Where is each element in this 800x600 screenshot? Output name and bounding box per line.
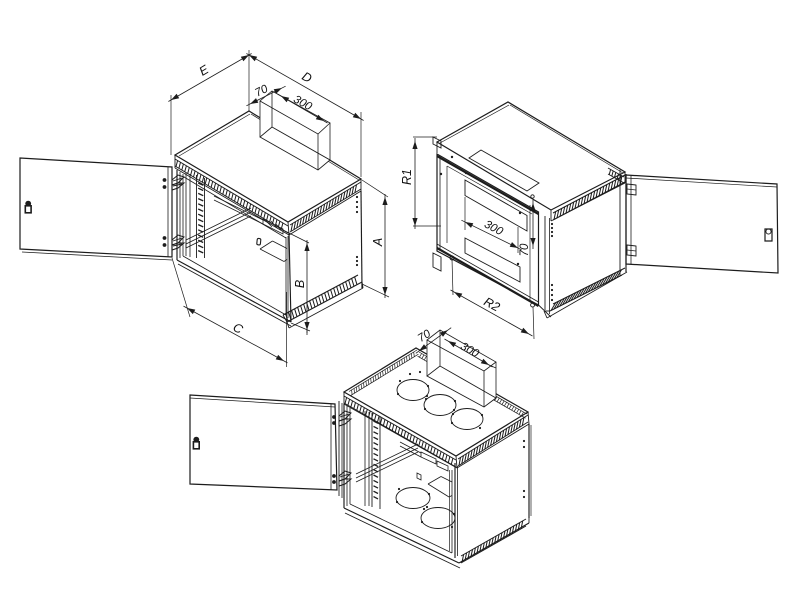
svg-text:70: 70 [519,243,531,256]
svg-text:R1: R1 [400,169,414,185]
svg-text:A: A [371,238,385,247]
svg-text:B: B [293,280,307,288]
svg-text:70: 70 [253,83,270,100]
svg-text:R2: R2 [482,295,503,315]
